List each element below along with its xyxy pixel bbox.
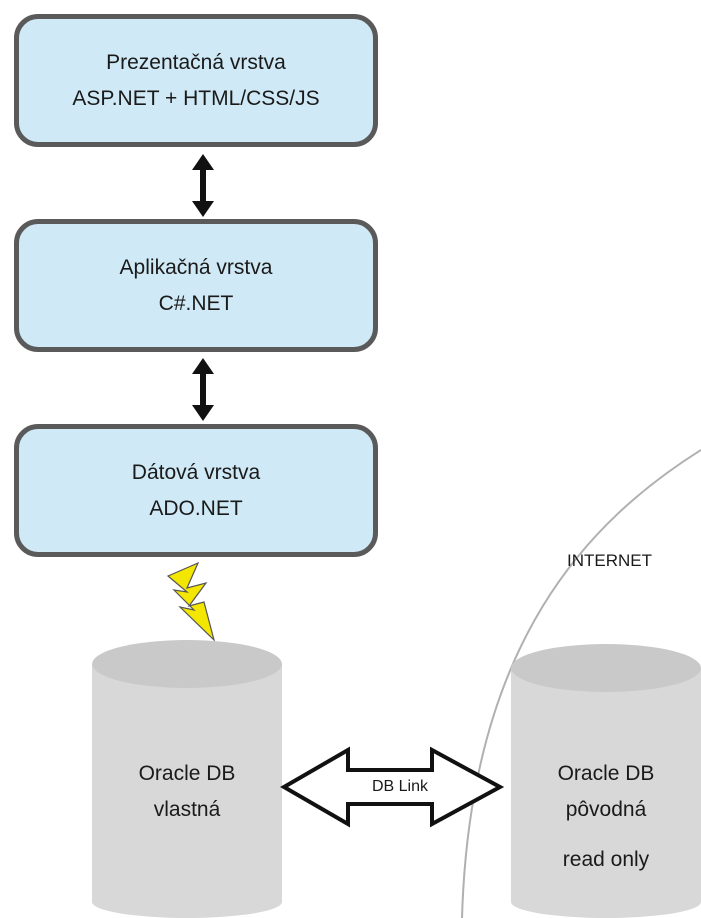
layer-presentation: Prezentačná vrstva ASP.NET + HTML/CSS/JS <box>14 14 378 147</box>
layer-data: Dátová vrstva ADO.NET <box>14 424 378 557</box>
internet-boundary-curve <box>461 449 701 918</box>
connector-arrow-2 <box>192 358 214 421</box>
layer-data-title: Dátová vrstva <box>131 460 261 484</box>
lightning-icon <box>166 561 216 642</box>
db-link-label: DB Link <box>371 778 429 795</box>
layer-application-tech: C#.NET <box>158 291 234 315</box>
database-original-desc: pôvodná <box>565 798 647 821</box>
database-own-desc: vlastná <box>153 798 221 821</box>
database-original-label: Oracle DB pôvodná read only <box>511 756 701 878</box>
layer-presentation-title: Prezentačná vrstva <box>106 50 286 74</box>
layer-application-title: Aplikačná vrstva <box>119 255 273 279</box>
db-link-arrow <box>280 746 505 828</box>
internet-label: INTERNET <box>567 551 652 570</box>
connector-arrow-1 <box>192 154 214 217</box>
layer-presentation-tech: ASP.NET + HTML/CSS/JS <box>72 86 320 110</box>
layer-data-tech: ADO.NET <box>149 496 243 520</box>
database-cylinder-own <box>92 640 282 918</box>
database-own-label: Oracle DB vlastná <box>92 756 282 828</box>
layer-application: Aplikačná vrstva C#.NET <box>14 219 378 352</box>
database-original-mode: read only <box>562 848 650 871</box>
database-own-name: Oracle DB <box>138 762 236 785</box>
database-original-name: Oracle DB <box>557 762 655 785</box>
database-cylinder-original <box>511 644 701 918</box>
